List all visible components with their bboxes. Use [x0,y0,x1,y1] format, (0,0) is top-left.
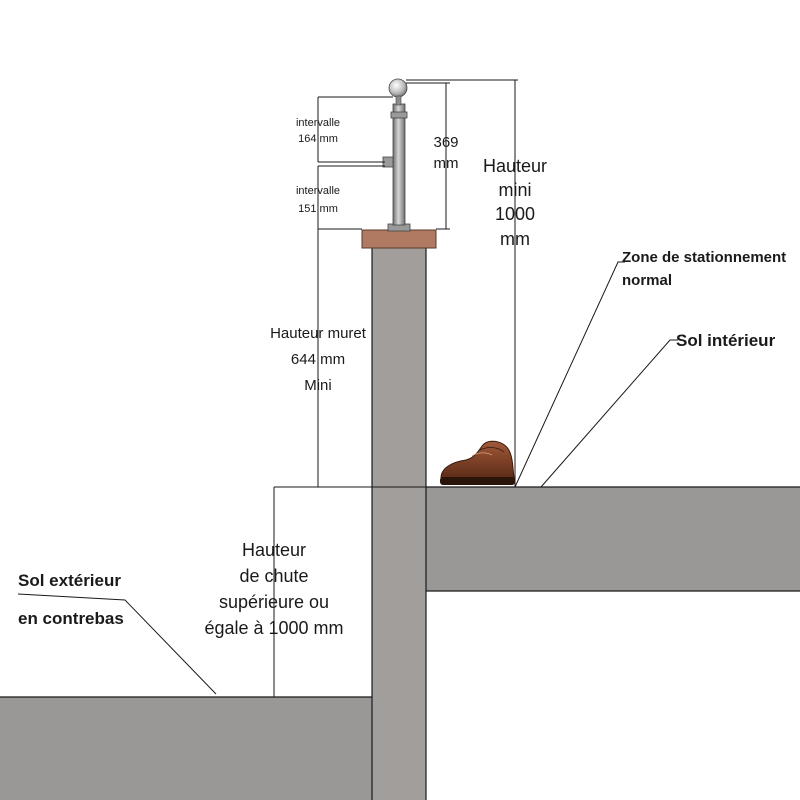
handrail-stem [395,95,402,106]
label-rail-height-2: mm [434,155,459,172]
shoe-icon [440,440,515,485]
label-muret-2: 644 mm [291,351,345,368]
coping [361,229,437,249]
leader-zone-stationnement [514,261,625,488]
label-chute-1: Hauteur [242,540,306,560]
label-sol-interieur: Sol intérieur [676,331,776,350]
label-chute-3: supérieure ou [219,592,329,612]
wall [372,248,426,800]
label-rail-height-1: 369 [433,134,458,151]
interior-slab [426,487,800,591]
handrail-ball [388,78,408,98]
label-hauteur-mini-4: mm [500,229,530,249]
label-chute-4: égale à 1000 mm [204,618,343,638]
label-hauteur-mini-1: Hauteur [483,156,547,176]
label-sol-exterieur-2: en contrebas [18,609,124,628]
railing-post-cap [390,111,408,119]
railing-post [392,103,406,226]
label-hauteur-mini-2: mini [498,180,531,200]
label-intervalle-bottom-1: intervalle [296,185,340,197]
label-zone-1: Zone de stationnement [622,249,786,266]
label-intervalle-bottom-2: 151 mm [298,203,338,215]
label-sol-exterieur-1: Sol extérieur [18,571,121,590]
label-intervalle-top-1: intervalle [296,117,340,129]
leader-sol-interieur [540,339,678,488]
label-muret-1: Hauteur muret [270,325,367,342]
label-muret-3: Mini [304,377,332,394]
label-hauteur-mini-3: 1000 [495,204,535,224]
label-chute-2: de chute [239,566,308,586]
label-zone-2: normal [622,272,672,289]
label-intervalle-top-2: 164 mm [298,133,338,145]
exterior-ground [0,697,372,800]
leader-sol-exterieur [17,593,217,695]
